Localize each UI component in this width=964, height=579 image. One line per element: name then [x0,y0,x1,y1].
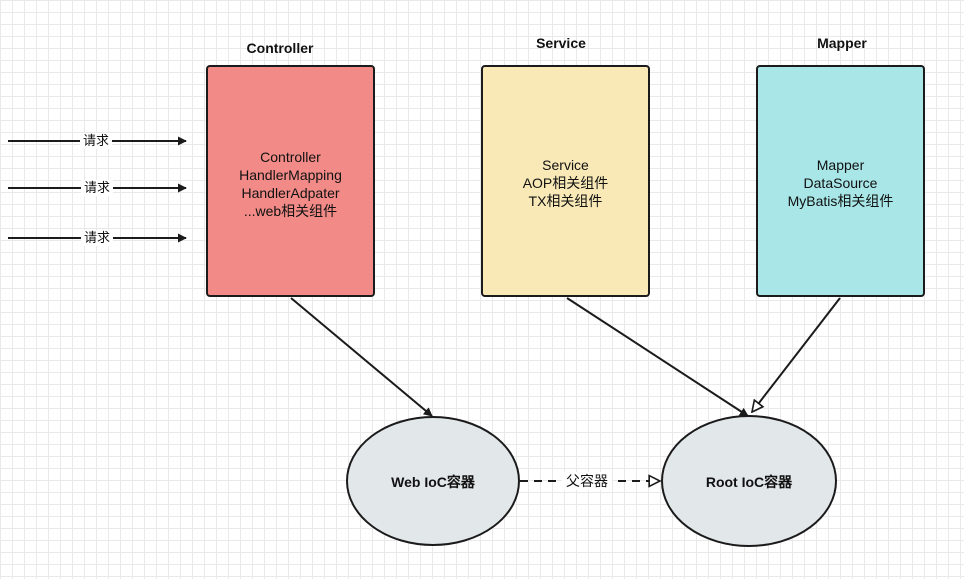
service-to-root-arrow [566,297,749,417]
mapper-title: Mapper [817,35,867,51]
root-ioc-label: Root IoC容器 [705,474,793,490]
controller-line-4: ...web相关组件 [243,203,338,219]
service-line-2: AOP相关组件 [522,175,609,191]
service-line-1: Service [542,157,589,173]
web-ioc-ellipse [346,416,520,546]
parent-container-label: 父容器 [562,472,612,490]
controller-line-1: Controller [260,149,321,165]
mapper-line-3: MyBatis相关组件 [787,193,894,209]
controller-line-2: HandlerMapping [239,167,342,183]
controller-title: Controller [246,40,314,56]
web-ioc-label: Web IoC容器 [391,474,475,490]
service-title: Service [536,35,586,51]
mapper-to-root-arrow [752,297,841,412]
controller-line-3: HandlerAdpater [241,185,340,201]
request-label-2: 请求 [81,180,114,196]
mapper-line-1: Mapper [816,157,865,173]
request-label-1: 请求 [80,133,113,149]
service-box: Service AOP相关组件 TX相关组件 [481,65,650,297]
mapper-box: Mapper DataSource MyBatis相关组件 [756,65,925,297]
mapper-line-2: DataSource [803,175,878,191]
request-label-3: 请求 [81,230,114,246]
controller-box: Controller HandlerMapping HandlerAdpater… [206,65,375,297]
service-line-3: TX相关组件 [528,193,603,209]
controller-to-web-arrow [290,297,433,417]
root-ioc-ellipse [661,415,837,547]
